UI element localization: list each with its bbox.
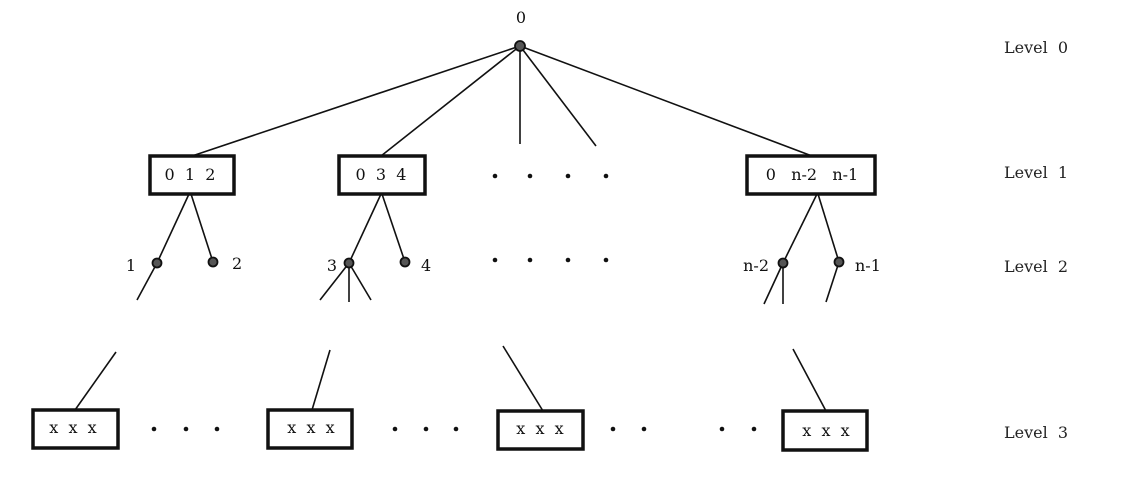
level2-node-4	[399, 256, 411, 268]
edge-into-leaf2	[311, 349, 331, 411]
level2-node-n1	[833, 256, 845, 268]
level3-ellipsis-3	[610, 426, 757, 432]
level-label-3: Level 3	[1004, 423, 1068, 442]
edge-into-leaf1	[74, 351, 117, 411]
level2-label-n1: n-1	[855, 256, 881, 275]
level1-box-3-label: 0 n-2 n-1	[766, 165, 858, 184]
level3-box-4: x x x	[781, 409, 869, 452]
edge-root-box2	[380, 45, 521, 157]
stub-node-n2-left	[763, 262, 784, 305]
level3-edges	[74, 345, 827, 412]
stub-node3-left	[319, 262, 350, 301]
level3-box-2-label: x x x	[287, 418, 334, 437]
edge-root-box1	[191, 45, 521, 157]
level-label-1: Level 1	[1004, 163, 1068, 182]
level1-edges	[156, 193, 840, 264]
level3-box-2: x x x	[266, 408, 354, 450]
edge-box1-node1	[156, 193, 190, 264]
edge-box2-node3	[348, 193, 382, 264]
root-label: 0	[516, 8, 526, 27]
edge-into-leaf3	[502, 345, 544, 412]
level2-stubs	[136, 261, 840, 305]
level2-label-4: 4	[421, 256, 431, 275]
edge-box3-node-n2	[782, 193, 818, 264]
level2-node-1	[151, 257, 163, 269]
edge-box1-node2	[190, 193, 214, 263]
level2-label-1: 1	[126, 256, 136, 275]
level3-ellipsis-1	[151, 426, 220, 432]
edge-box3-node-n1	[817, 193, 840, 263]
root-edges	[191, 45, 813, 157]
level1-box-1: 0 1 2	[148, 154, 236, 196]
edge-root-box3	[519, 45, 813, 157]
level1-box-2-label: 0 3 4	[356, 165, 407, 184]
level3-box-3: x x x	[496, 409, 585, 451]
level2-node-n2	[777, 257, 789, 269]
level3-box-1: x x x	[31, 408, 120, 450]
level-label-2: Level 2	[1004, 257, 1068, 276]
level-label-0: Level 0	[1004, 38, 1068, 57]
stub-node3-right	[348, 262, 372, 301]
root-node	[514, 40, 526, 52]
level2-node-2	[207, 256, 219, 268]
stub-node-n1	[825, 261, 840, 303]
level3-ellipsis-2	[392, 426, 459, 432]
level2-node-3	[343, 257, 355, 269]
level2-label-3: 3	[327, 256, 337, 275]
level2-label-2: 2	[232, 254, 242, 273]
level2-ellipsis	[492, 257, 609, 263]
level3-box-4-label: x x x	[802, 421, 849, 440]
edge-into-leaf4	[792, 348, 827, 412]
stub-node1	[136, 262, 158, 301]
level3-box-3-label: x x x	[516, 419, 563, 438]
level1-box-1-label: 0 1 2	[165, 165, 216, 184]
level1-box-3: 0 n-2 n-1	[745, 154, 877, 196]
edge-root-stub-2	[519, 45, 597, 147]
level3-box-1-label: x x x	[49, 418, 96, 437]
level1-box-2: 0 3 4	[337, 154, 427, 196]
edge-box2-node4	[381, 193, 406, 263]
level1-ellipsis	[492, 173, 609, 179]
level2-label-n2: n-2	[743, 256, 769, 275]
